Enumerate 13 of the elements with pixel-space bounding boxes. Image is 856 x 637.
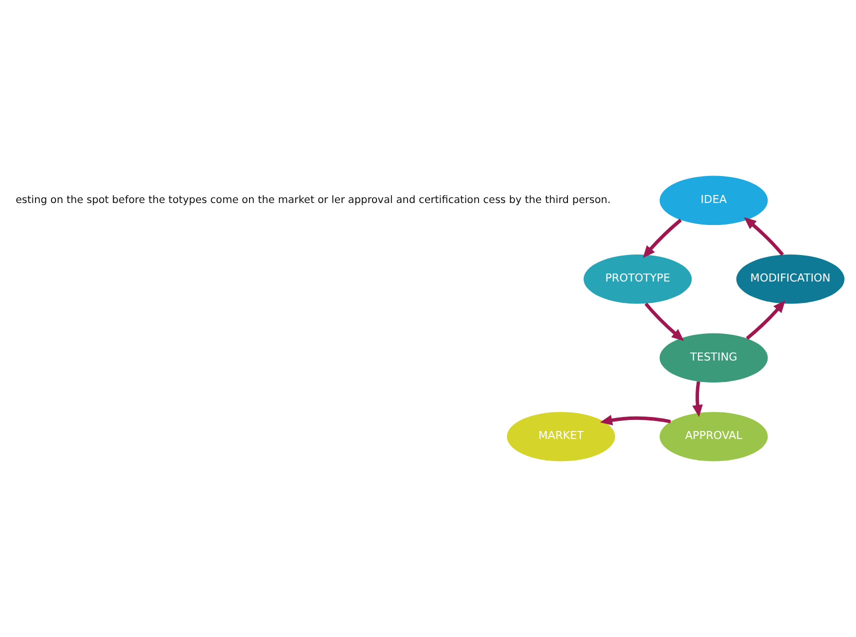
arrow bbox=[744, 217, 784, 256]
node-ellipse: IDEA bbox=[660, 176, 768, 226]
arrow bbox=[642, 218, 682, 258]
node-ellipse: MODIFICATION bbox=[736, 254, 844, 304]
arrow bbox=[692, 381, 703, 418]
label: esting on the spot before the totypes come on the market or ler approval and certification cess by the third person. bbox=[16, 194, 611, 206]
arrow bbox=[746, 300, 786, 340]
arrow bbox=[600, 414, 671, 426]
node-ellipse: APPROVAL bbox=[660, 412, 768, 462]
node-ellipse: PROTOTYPE bbox=[584, 254, 692, 304]
arrow bbox=[644, 302, 684, 341]
node-ellipse: TESTING bbox=[660, 333, 768, 383]
node-ellipse: MARKET bbox=[506, 412, 616, 462]
